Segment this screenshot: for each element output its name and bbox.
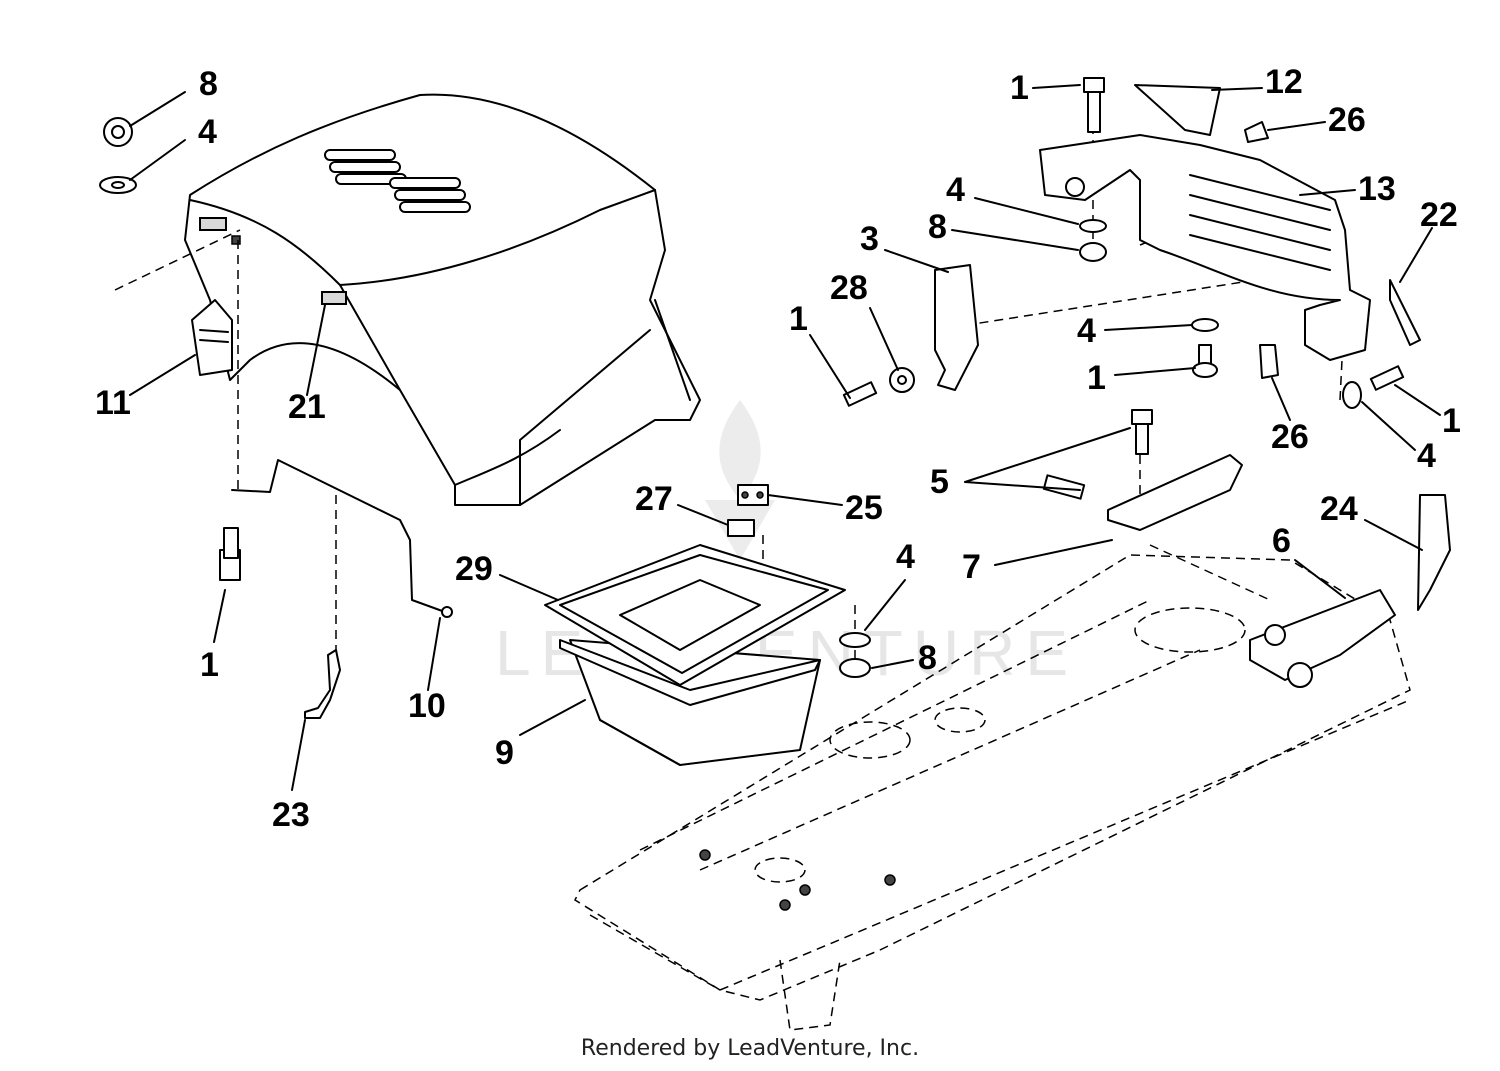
fasteners [99, 77, 1405, 688]
grille-part [1039, 84, 1421, 379]
callout-6: 6 [1272, 522, 1291, 560]
callout-4e: 4 [1417, 437, 1436, 475]
callout-1c: 1 [789, 300, 808, 338]
callout-26a: 26 [1328, 101, 1366, 139]
callout-22: 22 [1420, 196, 1458, 234]
callout-4a: 4 [198, 113, 217, 151]
callout-7: 7 [962, 548, 981, 586]
callout-4d: 4 [1077, 312, 1096, 350]
callout-26b: 26 [1271, 418, 1309, 456]
callout-4c: 4 [946, 171, 965, 209]
callout-28: 28 [830, 269, 868, 307]
callout-4b: 4 [896, 538, 915, 576]
footer-credit: Rendered by LeadVenture, Inc. [580, 1036, 920, 1061]
battery-box-part [544, 484, 846, 766]
callout-23: 23 [272, 796, 310, 834]
callout-29: 29 [455, 550, 493, 588]
leader-lines [129, 84, 1441, 791]
hood-part [184, 93, 701, 506]
callout-10: 10 [408, 687, 446, 725]
callout-21: 21 [288, 388, 326, 426]
bracket-parts [934, 264, 1451, 681]
callout-5: 5 [930, 463, 949, 501]
callout-1d: 1 [1087, 359, 1106, 397]
callout-1e: 1 [1442, 402, 1461, 440]
callout-8c: 8 [928, 208, 947, 246]
callout-1a: 1 [200, 646, 219, 684]
callout-24: 24 [1320, 490, 1358, 528]
callout-13: 13 [1358, 170, 1396, 208]
callout-labels: 8 4 11 21 1 10 23 27 25 29 9 4 8 1 12 26… [95, 63, 1461, 834]
callout-12: 12 [1265, 63, 1303, 101]
callout-27: 27 [635, 480, 673, 518]
callout-8a: 8 [199, 65, 218, 103]
callout-9: 9 [495, 734, 514, 772]
callout-11: 11 [95, 384, 131, 422]
frame-part [574, 554, 1411, 1031]
callout-8b: 8 [918, 639, 937, 677]
callout-1b: 1 [1010, 69, 1029, 107]
callout-25: 25 [845, 489, 883, 527]
callout-3: 3 [860, 220, 879, 258]
